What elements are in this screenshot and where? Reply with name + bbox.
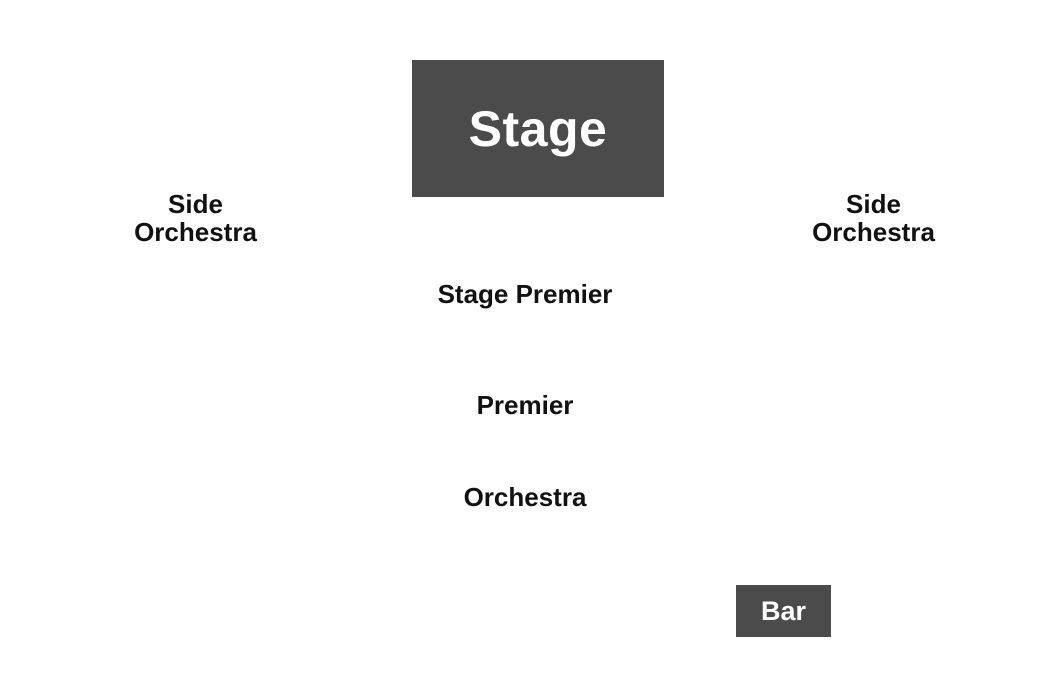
section-side-orchestra-left[interactable]: Side Orchestra [108,190,283,246]
section-premier[interactable]: Premier [425,391,625,419]
section-side-orchestra-right[interactable]: Side Orchestra [786,190,961,246]
section-label: Stage Premier [437,279,613,309]
section-label-line2: Orchestra [134,217,257,247]
bar-block: Bar [736,585,831,637]
stage-block: Stage [412,60,664,197]
stage-label: Stage [468,100,608,157]
section-label-line2: Orchestra [812,217,935,247]
section-orchestra[interactable]: Orchestra [425,483,625,511]
section-label: Premier [476,390,574,420]
bar-label: Bar [760,595,807,626]
section-label: Orchestra [463,482,587,512]
section-stage-premier[interactable]: Stage Premier [400,280,650,308]
section-label-line1: Side [168,189,223,219]
section-label-line1: Side [846,189,901,219]
